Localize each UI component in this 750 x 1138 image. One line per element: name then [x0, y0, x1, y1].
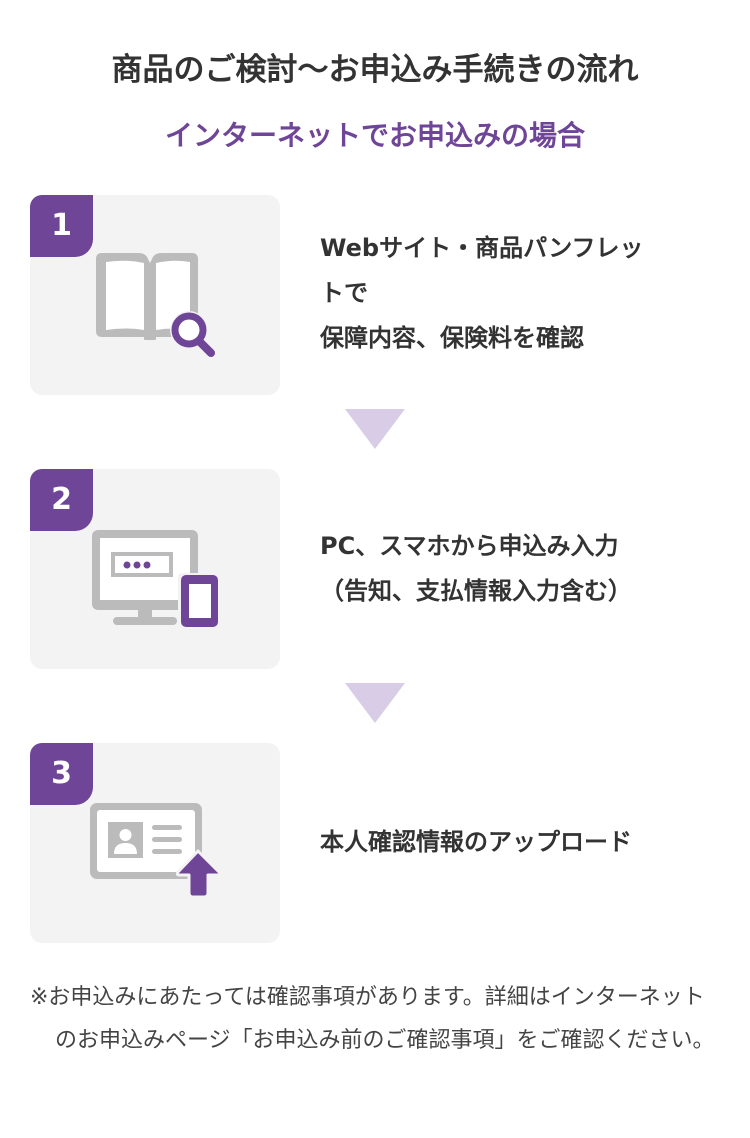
book-search-icon — [96, 253, 215, 357]
arrow-down-icon — [345, 409, 405, 449]
step-1-line-2: トで — [320, 279, 368, 307]
step-3-line-1: 本人確認情報のアップロード — [320, 828, 632, 856]
arrow-down-icon — [345, 683, 405, 723]
page-title: 商品のご検討〜お申込み手続きの流れ — [111, 52, 639, 88]
id-card-upload-icon — [90, 803, 222, 899]
step-description-1: Webサイト・商品パンフレッ トで 保障内容、保険料を確認 — [320, 226, 720, 361]
step-1-line-1: Webサイト・商品パンフレッ — [320, 234, 644, 262]
step-number-1: 1 — [30, 195, 93, 257]
step-2-line-2: （告知、支払情報入力含む） — [320, 577, 632, 605]
step-number-3: 3 — [30, 743, 93, 805]
step-card-2: 2 — [30, 469, 280, 669]
notice-text: ※お申込みにあたっては確認事項があります。詳細はインターネットのお申込みページ「… — [30, 985, 715, 1053]
computer-smartphone-icon — [92, 530, 218, 629]
step-card-3: 3 — [30, 743, 280, 943]
step-card-1: 1 — [30, 195, 280, 395]
step-description-3: 本人確認情報のアップロード — [320, 820, 720, 865]
step-1-line-3: 保障内容、保険料を確認 — [320, 324, 584, 352]
page-subtitle: インターネットでお申込みの場合 — [164, 119, 585, 152]
step-2-line-1: PC、スマホから申込み入力 — [320, 532, 619, 560]
step-number-2: 2 — [30, 469, 93, 531]
step-description-2: PC、スマホから申込み入力 （告知、支払情報入力含む） — [320, 524, 720, 614]
